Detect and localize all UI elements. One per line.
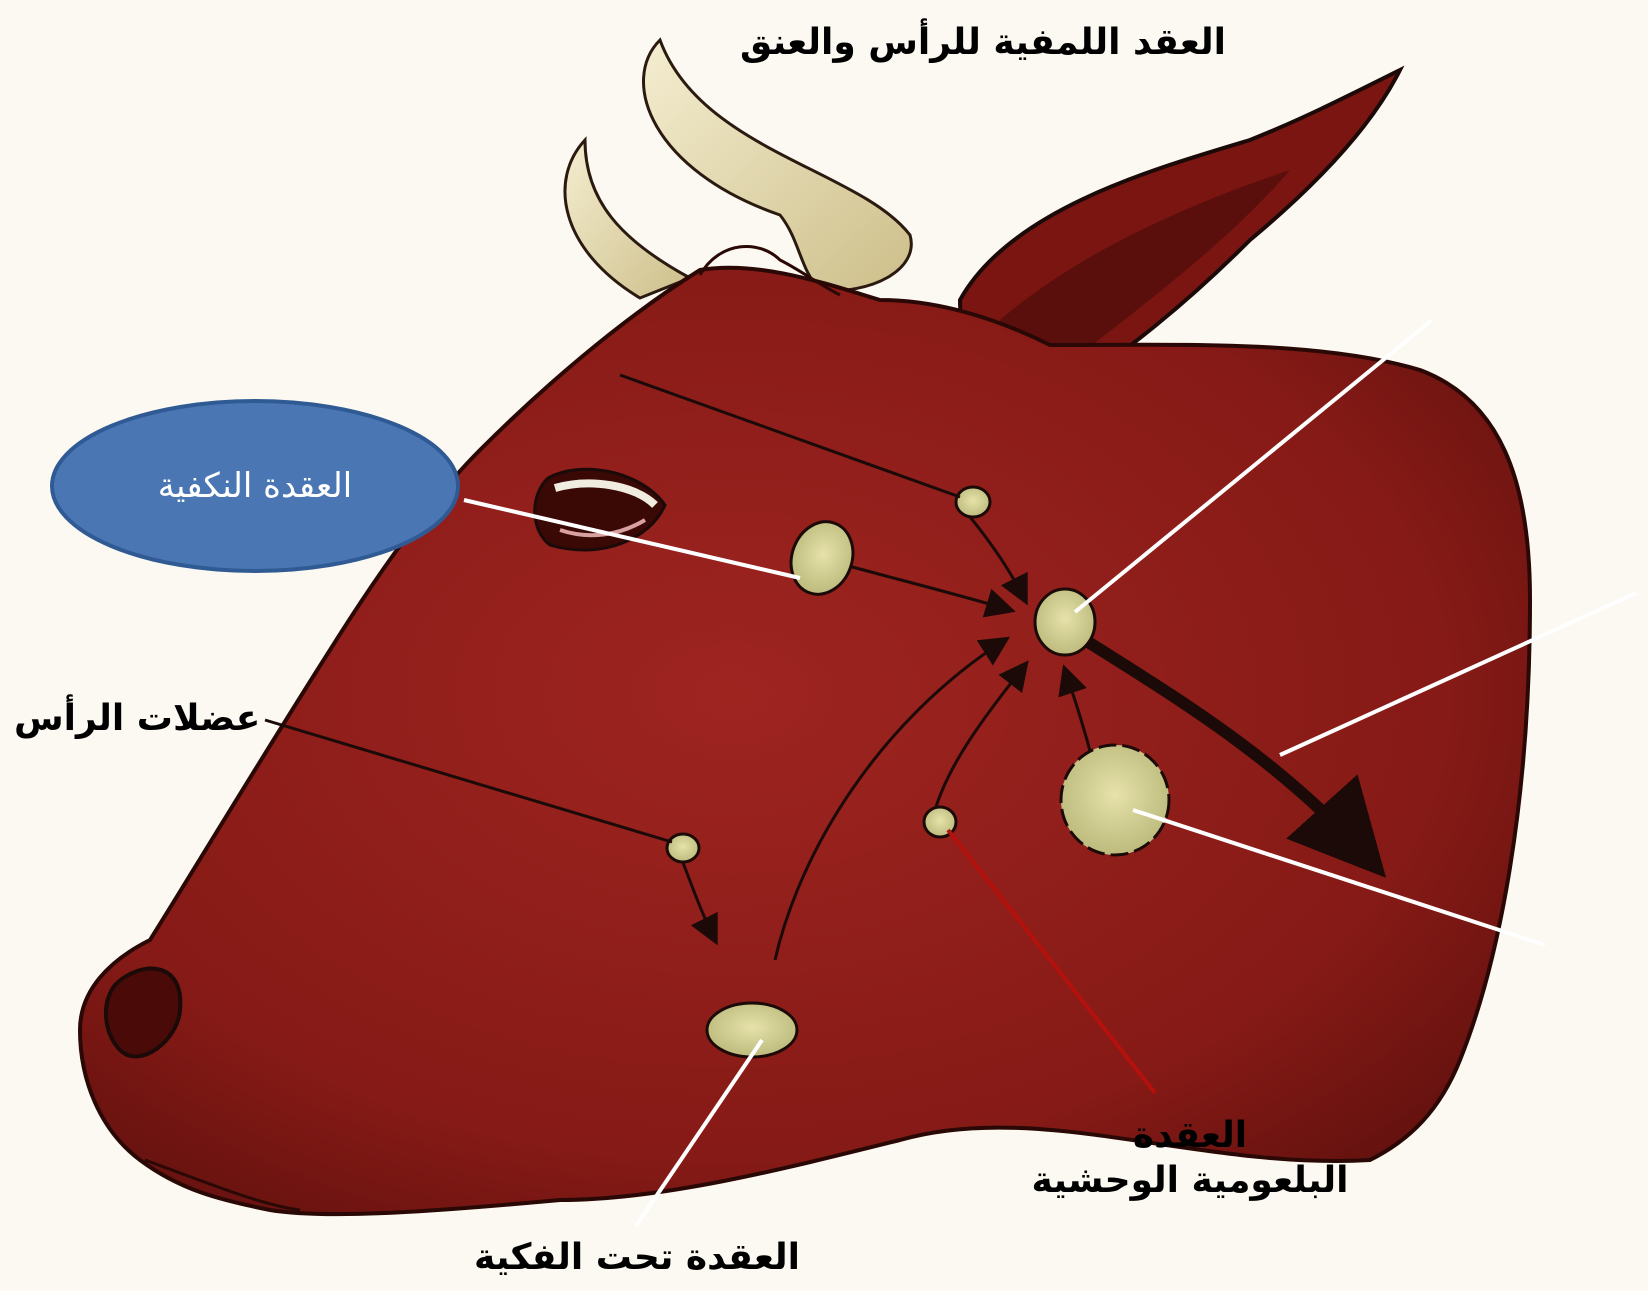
node-submandibular xyxy=(707,1003,797,1057)
head-muscles-label: عضلات الرأس xyxy=(14,698,260,739)
right-horn xyxy=(643,40,911,291)
left-horn xyxy=(565,140,690,298)
retropharyngeal-line2: البلعومية الوحشية xyxy=(1010,1160,1370,1201)
node-retropharyngeal xyxy=(1061,745,1169,855)
retropharyngeal-line1: العقدة xyxy=(1010,1115,1370,1156)
node-upper-small xyxy=(956,487,990,517)
submandibular-node-label: العقدة تحت الفكية xyxy=(474,1237,800,1278)
retropharyngeal-node-label: العقدة البلعومية الوحشية xyxy=(1010,1115,1370,1202)
head-neck-nodes-title: العقد اللمفية للرأس والعنق xyxy=(740,22,1226,63)
node-face-small xyxy=(667,834,699,862)
node-central xyxy=(1035,589,1095,655)
parotid-node-label: العقدة النكفية xyxy=(52,401,458,571)
